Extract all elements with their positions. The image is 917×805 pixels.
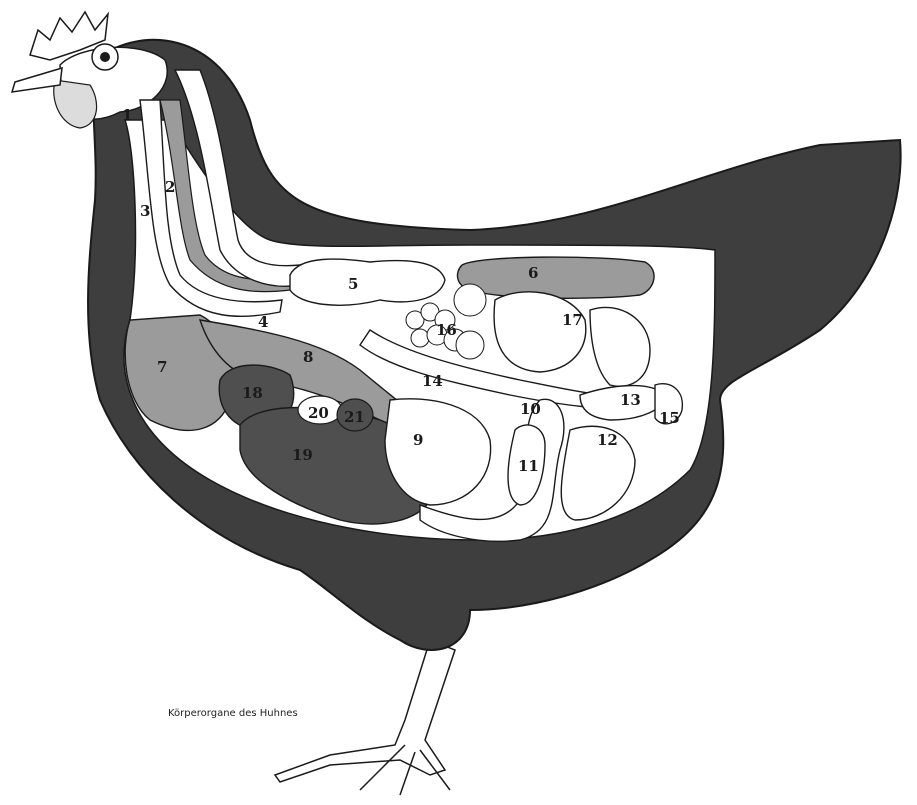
label-18: 18 bbox=[242, 384, 263, 402]
label-9: 9 bbox=[413, 431, 423, 449]
label-13: 13 bbox=[620, 391, 641, 409]
eye-pupil bbox=[100, 52, 110, 62]
wattle bbox=[54, 80, 97, 128]
label-6: 6 bbox=[528, 264, 538, 282]
label-21: 21 bbox=[344, 408, 365, 426]
label-20: 20 bbox=[308, 404, 329, 422]
label-5: 5 bbox=[348, 275, 358, 293]
label-3: 3 bbox=[140, 202, 150, 220]
label-14: 14 bbox=[422, 372, 443, 390]
label-4: 4 bbox=[258, 313, 268, 331]
organ-6 bbox=[457, 257, 654, 298]
label-11: 11 bbox=[518, 457, 539, 475]
label-16: 16 bbox=[436, 321, 457, 339]
label-2: 2 bbox=[165, 178, 175, 196]
label-8: 8 bbox=[303, 348, 313, 366]
figure-caption: Körperorgane des Huhnes bbox=[168, 708, 298, 719]
label-12: 12 bbox=[597, 431, 618, 449]
label-17: 17 bbox=[562, 311, 583, 329]
organ-5 bbox=[290, 259, 445, 305]
label-19: 19 bbox=[292, 446, 313, 464]
leg bbox=[275, 640, 455, 795]
label-1: 1 bbox=[122, 106, 132, 124]
label-15: 15 bbox=[659, 409, 680, 427]
label-7: 7 bbox=[157, 358, 167, 376]
label-10: 10 bbox=[520, 400, 541, 418]
